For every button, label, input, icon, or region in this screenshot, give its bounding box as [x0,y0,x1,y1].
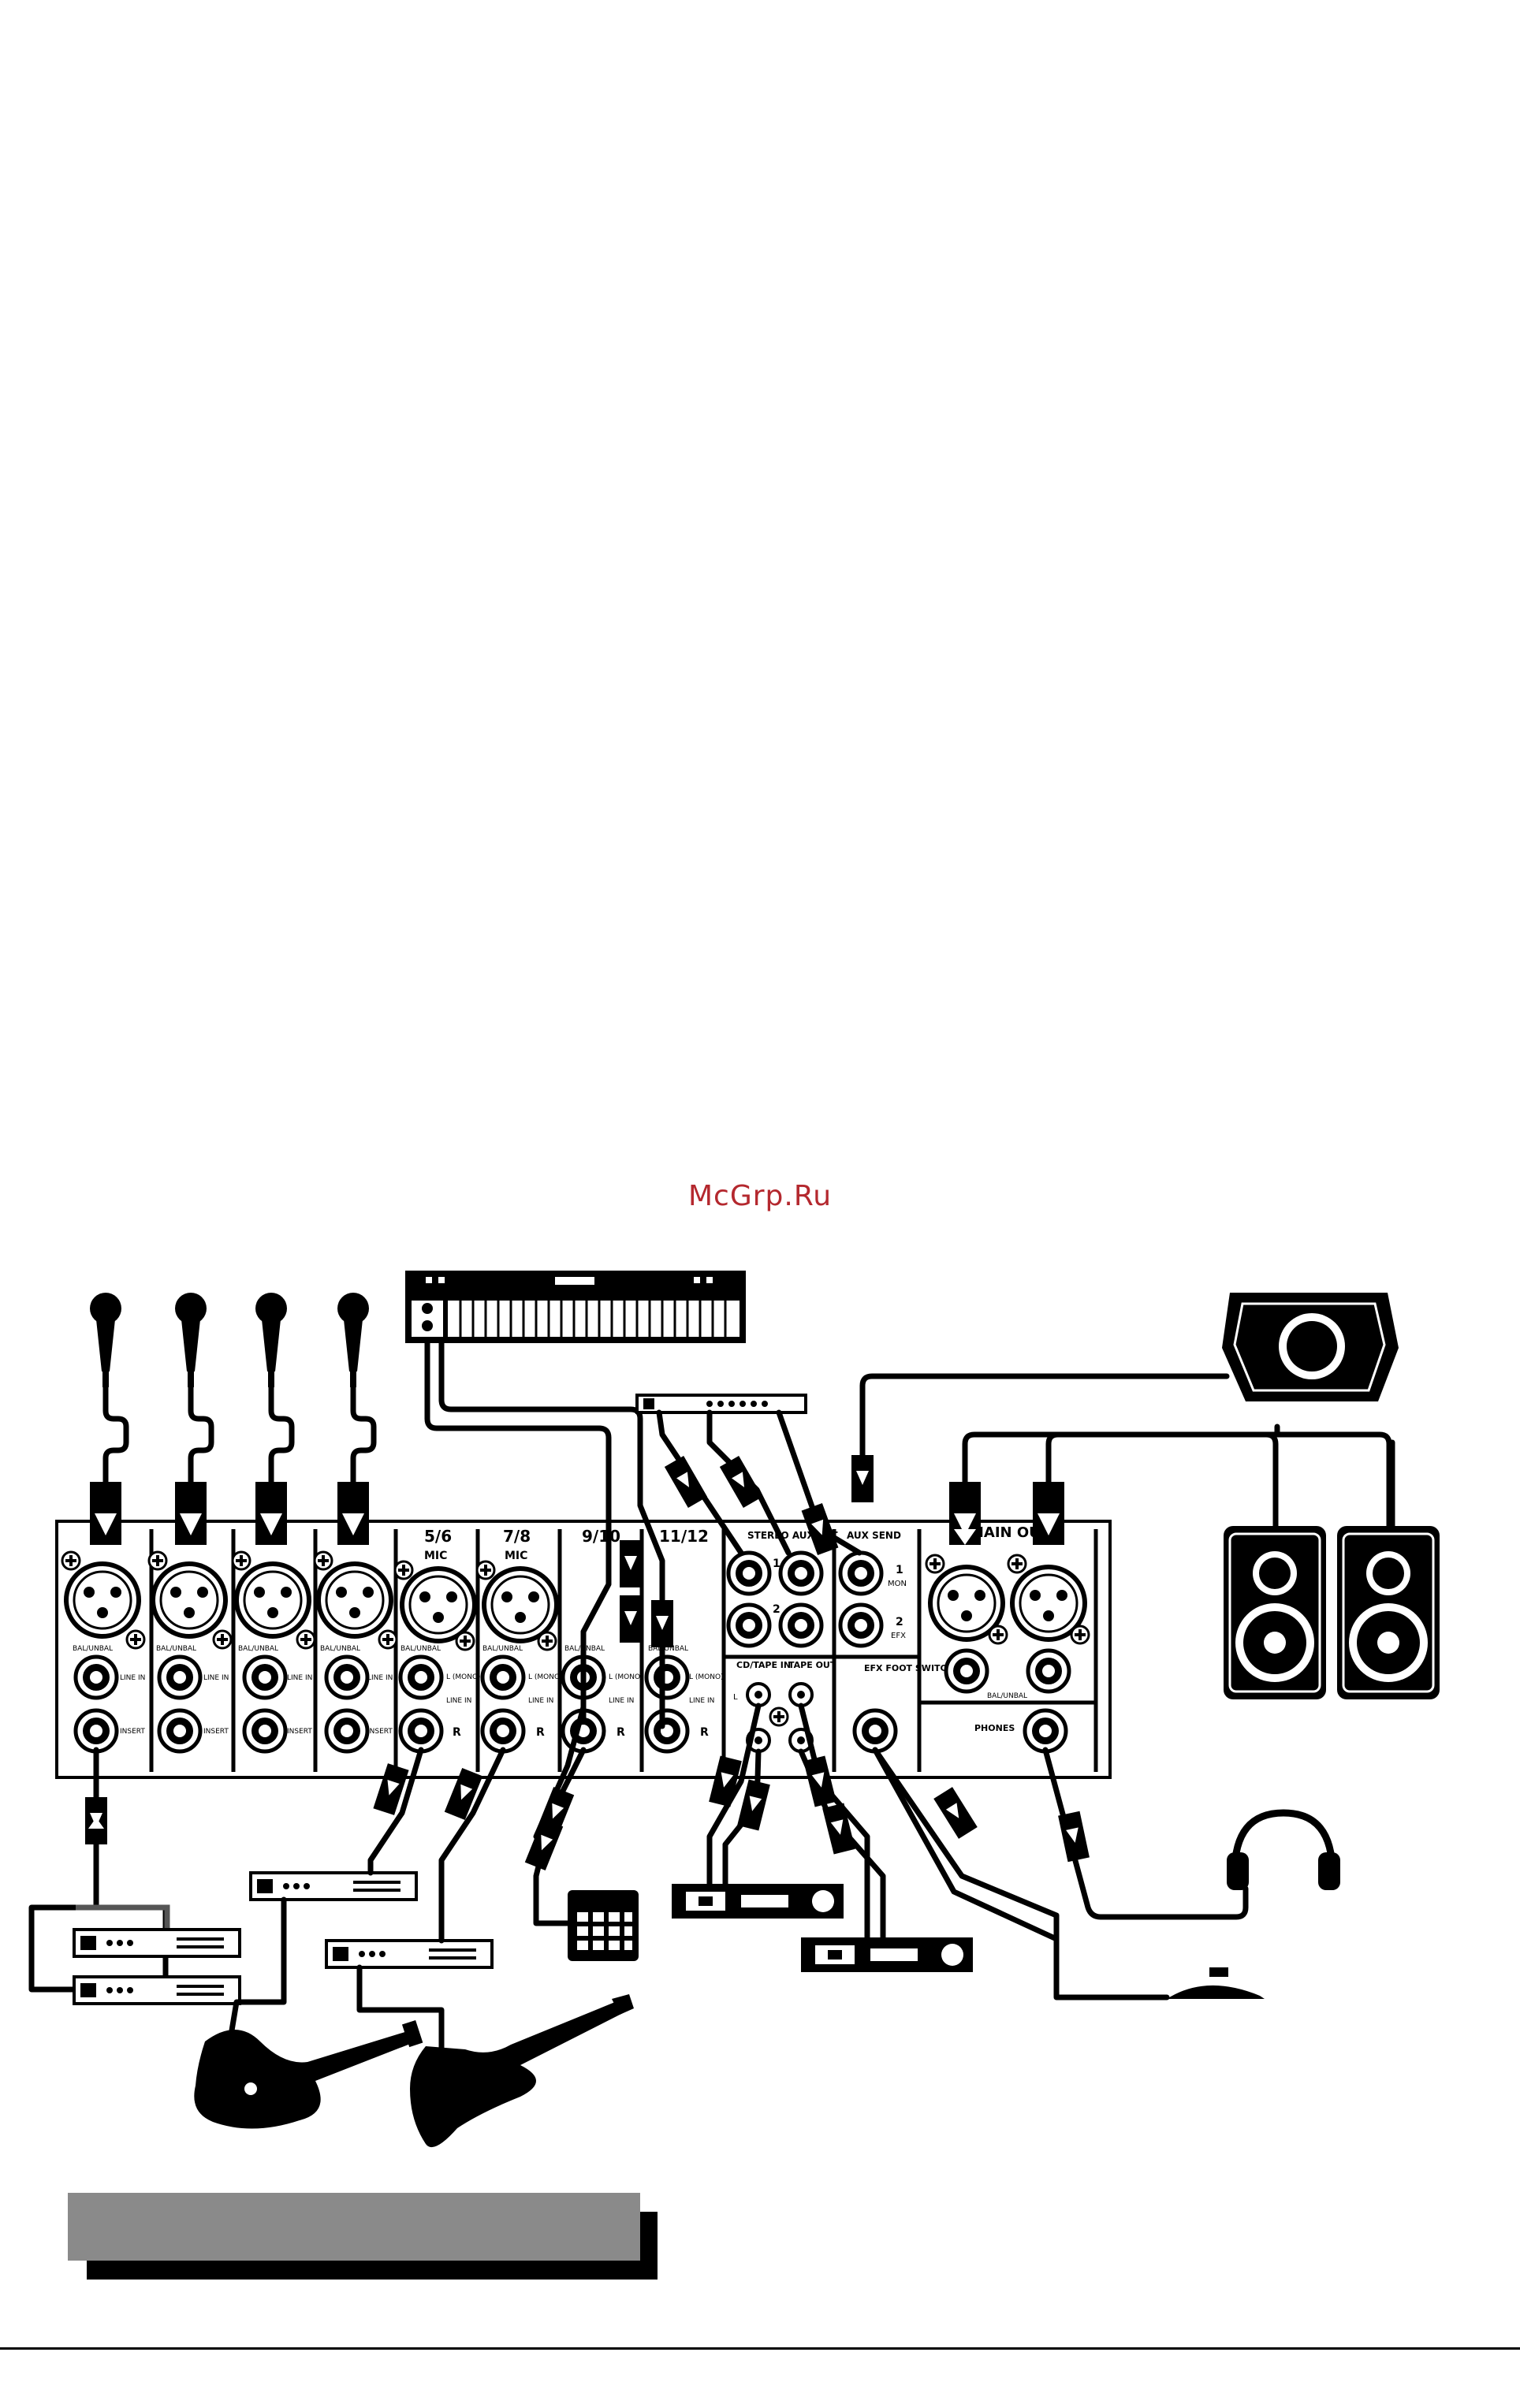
rack-cd-player-icon [672,1884,844,1919]
microphone-icon [90,1293,121,1387]
svg-text:R: R [536,1726,545,1739]
pa-speaker-icon [1222,1524,1328,1701]
svg-text:BAL/UNBAL: BAL/UNBAL [482,1645,523,1653]
svg-text:BAL/UNBAL: BAL/UNBAL [400,1645,441,1653]
caption-bar [68,2193,640,2261]
rack-processor-icon [325,1939,494,1969]
label-ch910: 9/10 [582,1527,620,1546]
pa-speaker-icon [1336,1524,1441,1701]
svg-text:LINE IN: LINE IN [287,1674,312,1682]
svg-text:2: 2 [896,1616,903,1628]
label-tape-out: TAPE OUT [788,1660,836,1670]
svg-text:INSERT: INSERT [367,1728,393,1736]
svg-text:L (MONO): L (MONO) [528,1673,563,1681]
svg-text:INSERT: INSERT [287,1728,312,1736]
rack-processor-icon [73,1928,241,1958]
label-cd-tape-in: CD/TAPE IN [736,1660,791,1670]
microphones [90,1293,377,1545]
label-insert: INSERT [120,1728,145,1736]
svg-text:L (MONO): L (MONO) [609,1673,643,1681]
svg-text:L (MONO): L (MONO) [689,1673,724,1681]
drum-machine-icon [568,1890,639,1961]
electric-guitar-icon [194,2019,423,2129]
label-bal-unbal: BAL/UNBAL [73,1645,113,1653]
svg-text:BAL/UNBAL: BAL/UNBAL [320,1645,360,1653]
insert-cable [28,1747,170,1993]
label-aux-send: AUX SEND [847,1530,901,1541]
channels-5-8: 5/6 MIC 7/8 MIC BAL/UNBAL BAL/UNBAL LINE… [393,1527,563,1751]
svg-text:LINE IN: LINE IN [367,1674,393,1682]
label-ch56: 5/6 [424,1527,452,1546]
label-ch78: 7/8 [503,1527,531,1546]
svg-text:MON: MON [888,1580,907,1588]
rack-processor-icon [73,1975,241,2005]
svg-text:R: R [453,1726,461,1739]
svg-text:R: R [700,1726,709,1739]
microphone-icon [255,1293,287,1387]
rack-cd-player-icon [801,1937,973,1972]
svg-text:BAL/UNBAL: BAL/UNBAL [156,1645,196,1653]
headphones-icon [1227,1809,1340,1890]
rack-processor-icon [635,1394,807,1414]
svg-text:MIC: MIC [505,1550,527,1562]
svg-text:L (MONO): L (MONO) [446,1673,481,1681]
keyboard-icon [405,1271,746,1343]
label-line-in: LINE IN [120,1674,145,1682]
monitor-speaker-icon [1222,1293,1399,1401]
svg-text:LINE IN: LINE IN [528,1697,553,1705]
svg-text:BAL/UNBAL: BAL/UNBAL [648,1645,688,1653]
svg-text:MIC: MIC [424,1550,447,1562]
svg-text:INSERT: INSERT [203,1728,229,1736]
label-phones: PHONES [974,1723,1015,1733]
label-main-out: MAIN OUT [970,1524,1051,1541]
svg-text:EFX: EFX [891,1632,906,1640]
label-ch1112: 11/12 [659,1527,709,1546]
svg-text:LINE IN: LINE IN [689,1697,714,1705]
svg-text:R: R [617,1726,625,1739]
svg-text:LINE IN: LINE IN [609,1697,634,1705]
label-efx-foot-switch: EFX FOOT SWITCH [864,1663,954,1673]
main-out-section: MAIN OUT BAL/UNBAL PHONES [925,1524,1090,1751]
svg-text:LINE IN: LINE IN [446,1697,471,1705]
svg-text:L: L [733,1693,738,1702]
microphone-icon [337,1293,369,1387]
svg-text:1: 1 [773,1558,780,1570]
watermark: McGrp.Ru [687,1180,833,1212]
microphone-icon [175,1293,207,1387]
footer-rule [0,2347,1520,2350]
footswitch-icon [1167,1967,1265,1999]
rack-processor-icon [249,1871,418,1901]
electric-guitar-icon [410,1994,634,2148]
svg-text:2: 2 [773,1603,780,1616]
svg-text:1: 1 [896,1564,903,1576]
svg-text:LINE IN: LINE IN [203,1674,229,1682]
svg-text:BAL/UNBAL: BAL/UNBAL [238,1645,278,1653]
svg-text:BAL/UNBAL: BAL/UNBAL [987,1692,1027,1700]
